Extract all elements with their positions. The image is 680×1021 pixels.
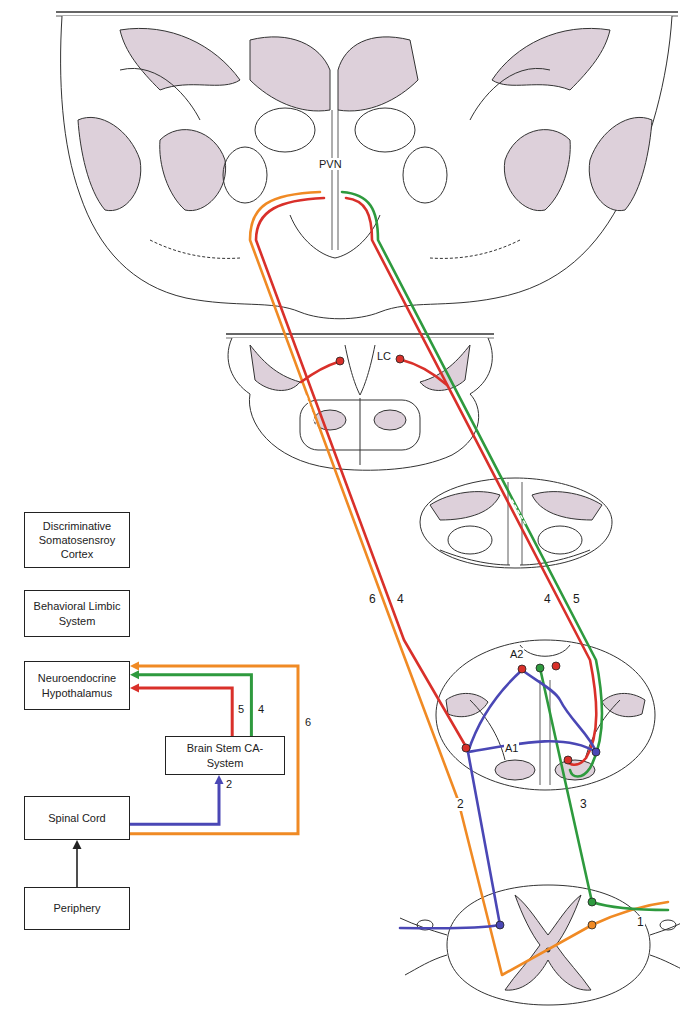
system-box: Spinal Cord	[24, 796, 130, 840]
structure-label: A2	[509, 648, 524, 660]
pathway-number: 4	[257, 703, 265, 715]
structure-label: A1	[504, 742, 519, 754]
connector-line	[130, 781, 219, 824]
system-box: Discriminative Somatosensroy Cortex	[24, 512, 130, 568]
box-label: Discriminative Somatosensroy Cortex	[30, 519, 124, 562]
box-label: Neuroendocrine Hypothalamus	[30, 671, 124, 700]
connector-line	[136, 675, 251, 736]
structure-label: LC	[376, 350, 392, 362]
arrow-head	[130, 670, 139, 679]
arrow-head	[215, 775, 224, 784]
arrow-head	[130, 683, 139, 692]
pathway-number: 4	[543, 593, 552, 606]
box-label: Brain Stem CA-System	[171, 741, 279, 770]
connector-line	[130, 666, 298, 834]
structure-label: PVN	[318, 158, 343, 170]
pathway-number: 1	[636, 916, 645, 929]
arrow-head	[130, 661, 139, 670]
pathway-connector	[130, 661, 298, 833]
pathway-connector	[73, 840, 82, 887]
pathway-connector	[130, 775, 224, 824]
system-box: Periphery	[24, 887, 130, 930]
box-label: Periphery	[53, 901, 100, 915]
pathway-connector	[130, 683, 232, 736]
system-box: Brain Stem CA-System	[165, 736, 285, 775]
pathway-number: 2	[225, 778, 233, 790]
box-label: Behavioral Limbic System	[30, 599, 124, 628]
pathway-number: 6	[304, 716, 312, 728]
pathway-connector	[130, 670, 251, 736]
pathway-number: 3	[579, 798, 588, 811]
box-label: Spinal Cord	[48, 811, 105, 825]
system-box: Behavioral Limbic System	[24, 590, 130, 637]
pathway-number: 5	[237, 703, 245, 715]
connector-line	[136, 688, 232, 736]
arrow-head	[73, 840, 82, 849]
pathway-number: 4	[396, 593, 405, 606]
pathway-number: 5	[572, 593, 581, 606]
pathway-number: 2	[456, 798, 465, 811]
pathway-number: 6	[368, 593, 377, 606]
system-box: Neuroendocrine Hypothalamus	[24, 661, 130, 710]
connector-line	[76, 846, 78, 887]
